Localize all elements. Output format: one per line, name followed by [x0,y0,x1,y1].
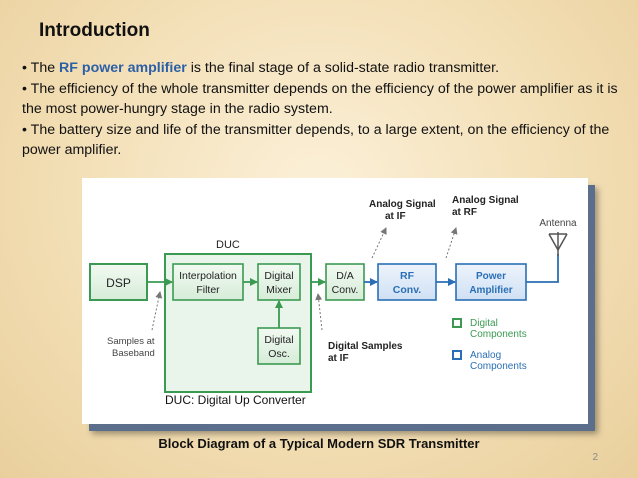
osc-label-line2: Osc. [268,348,290,360]
samples-baseband-line1: Samples at [107,336,155,347]
osc-label-line1: Digital [264,334,293,346]
digital-samples-if-line2: at IF [328,353,349,364]
pointer-digital-samples-if [315,293,323,331]
mixer-label-line2: Mixer [266,284,292,296]
arrow-pa-to-antenna [526,254,559,283]
dsp-block [89,263,148,301]
interpolation-label-line2: Filter [196,284,220,296]
pa-label-line1: Power [476,271,506,282]
rf-converter-block [377,263,437,301]
bullet-prefix: • The [22,60,60,76]
legend-digital-line2: Components [470,329,527,340]
da-converter-block [325,263,365,301]
legend-analog-line2: Components [470,361,527,372]
analog-if-label-line1: Analog Signal [369,199,436,210]
interpolation-label-line1: Interpolation [179,270,237,282]
samples-baseband-line2: Baseband [112,348,155,359]
pa-label-line2: Amplifier [469,285,512,296]
duc-footer-label: DUC: Digital Up Converter [165,393,306,407]
analog-if-label-line2: at IF [385,211,406,222]
legend-digital-line1: Digital [470,318,498,329]
duc-label: DUC [216,239,240,251]
antenna-label: Antenna [539,218,577,229]
rf-label-line1: RF [400,270,415,282]
bullet-item: • The battery size and life of the trans… [22,121,610,159]
rf-label-line2: Conv. [393,284,421,296]
power-amplifier-block [455,263,527,301]
bullet-item: • The efficiency of the whole transmitte… [22,80,618,118]
pointer-analog-if [371,227,387,259]
legend-analog-swatch [452,350,462,360]
da-label-line2: Conv. [332,284,359,296]
digital-samples-if-line1: Digital Samples [328,341,403,352]
block-diagram-figure: DUC DSP Interpolation Filter Digital Mix… [82,178,588,424]
figure-caption: Block Diagram of a Typical Modern SDR Tr… [158,436,480,451]
legend-analog-line1: Analog [470,350,501,361]
page-number: 2 [592,452,598,463]
slide-title: Introduction [39,20,150,41]
legend-digital-swatch [452,318,462,328]
mixer-label-line1: Digital [264,270,293,282]
digital-mixer-block [257,263,301,301]
pointer-samples-baseband [151,291,163,331]
bullet-item: • The RF power amplifier is the final st… [22,58,622,79]
bullet-suffix: is the final stage of a solid-state radi… [186,60,500,76]
analog-rf-label-line1: Analog Signal [452,195,519,206]
pointer-analog-rf [445,227,458,259]
highlighted-term: RF power amplifier [59,60,187,76]
analog-rf-label-line2: at RF [452,207,477,218]
dsp-label: DSP [106,276,131,290]
interpolation-filter-block [172,263,244,301]
da-label-line1: D/A [336,270,354,282]
block-diagram-svg: DUC DSP Interpolation Filter Digital Mix… [89,195,577,407]
bullet-list: • The RF power amplifier is the final st… [22,58,622,161]
antenna-icon [548,232,568,256]
